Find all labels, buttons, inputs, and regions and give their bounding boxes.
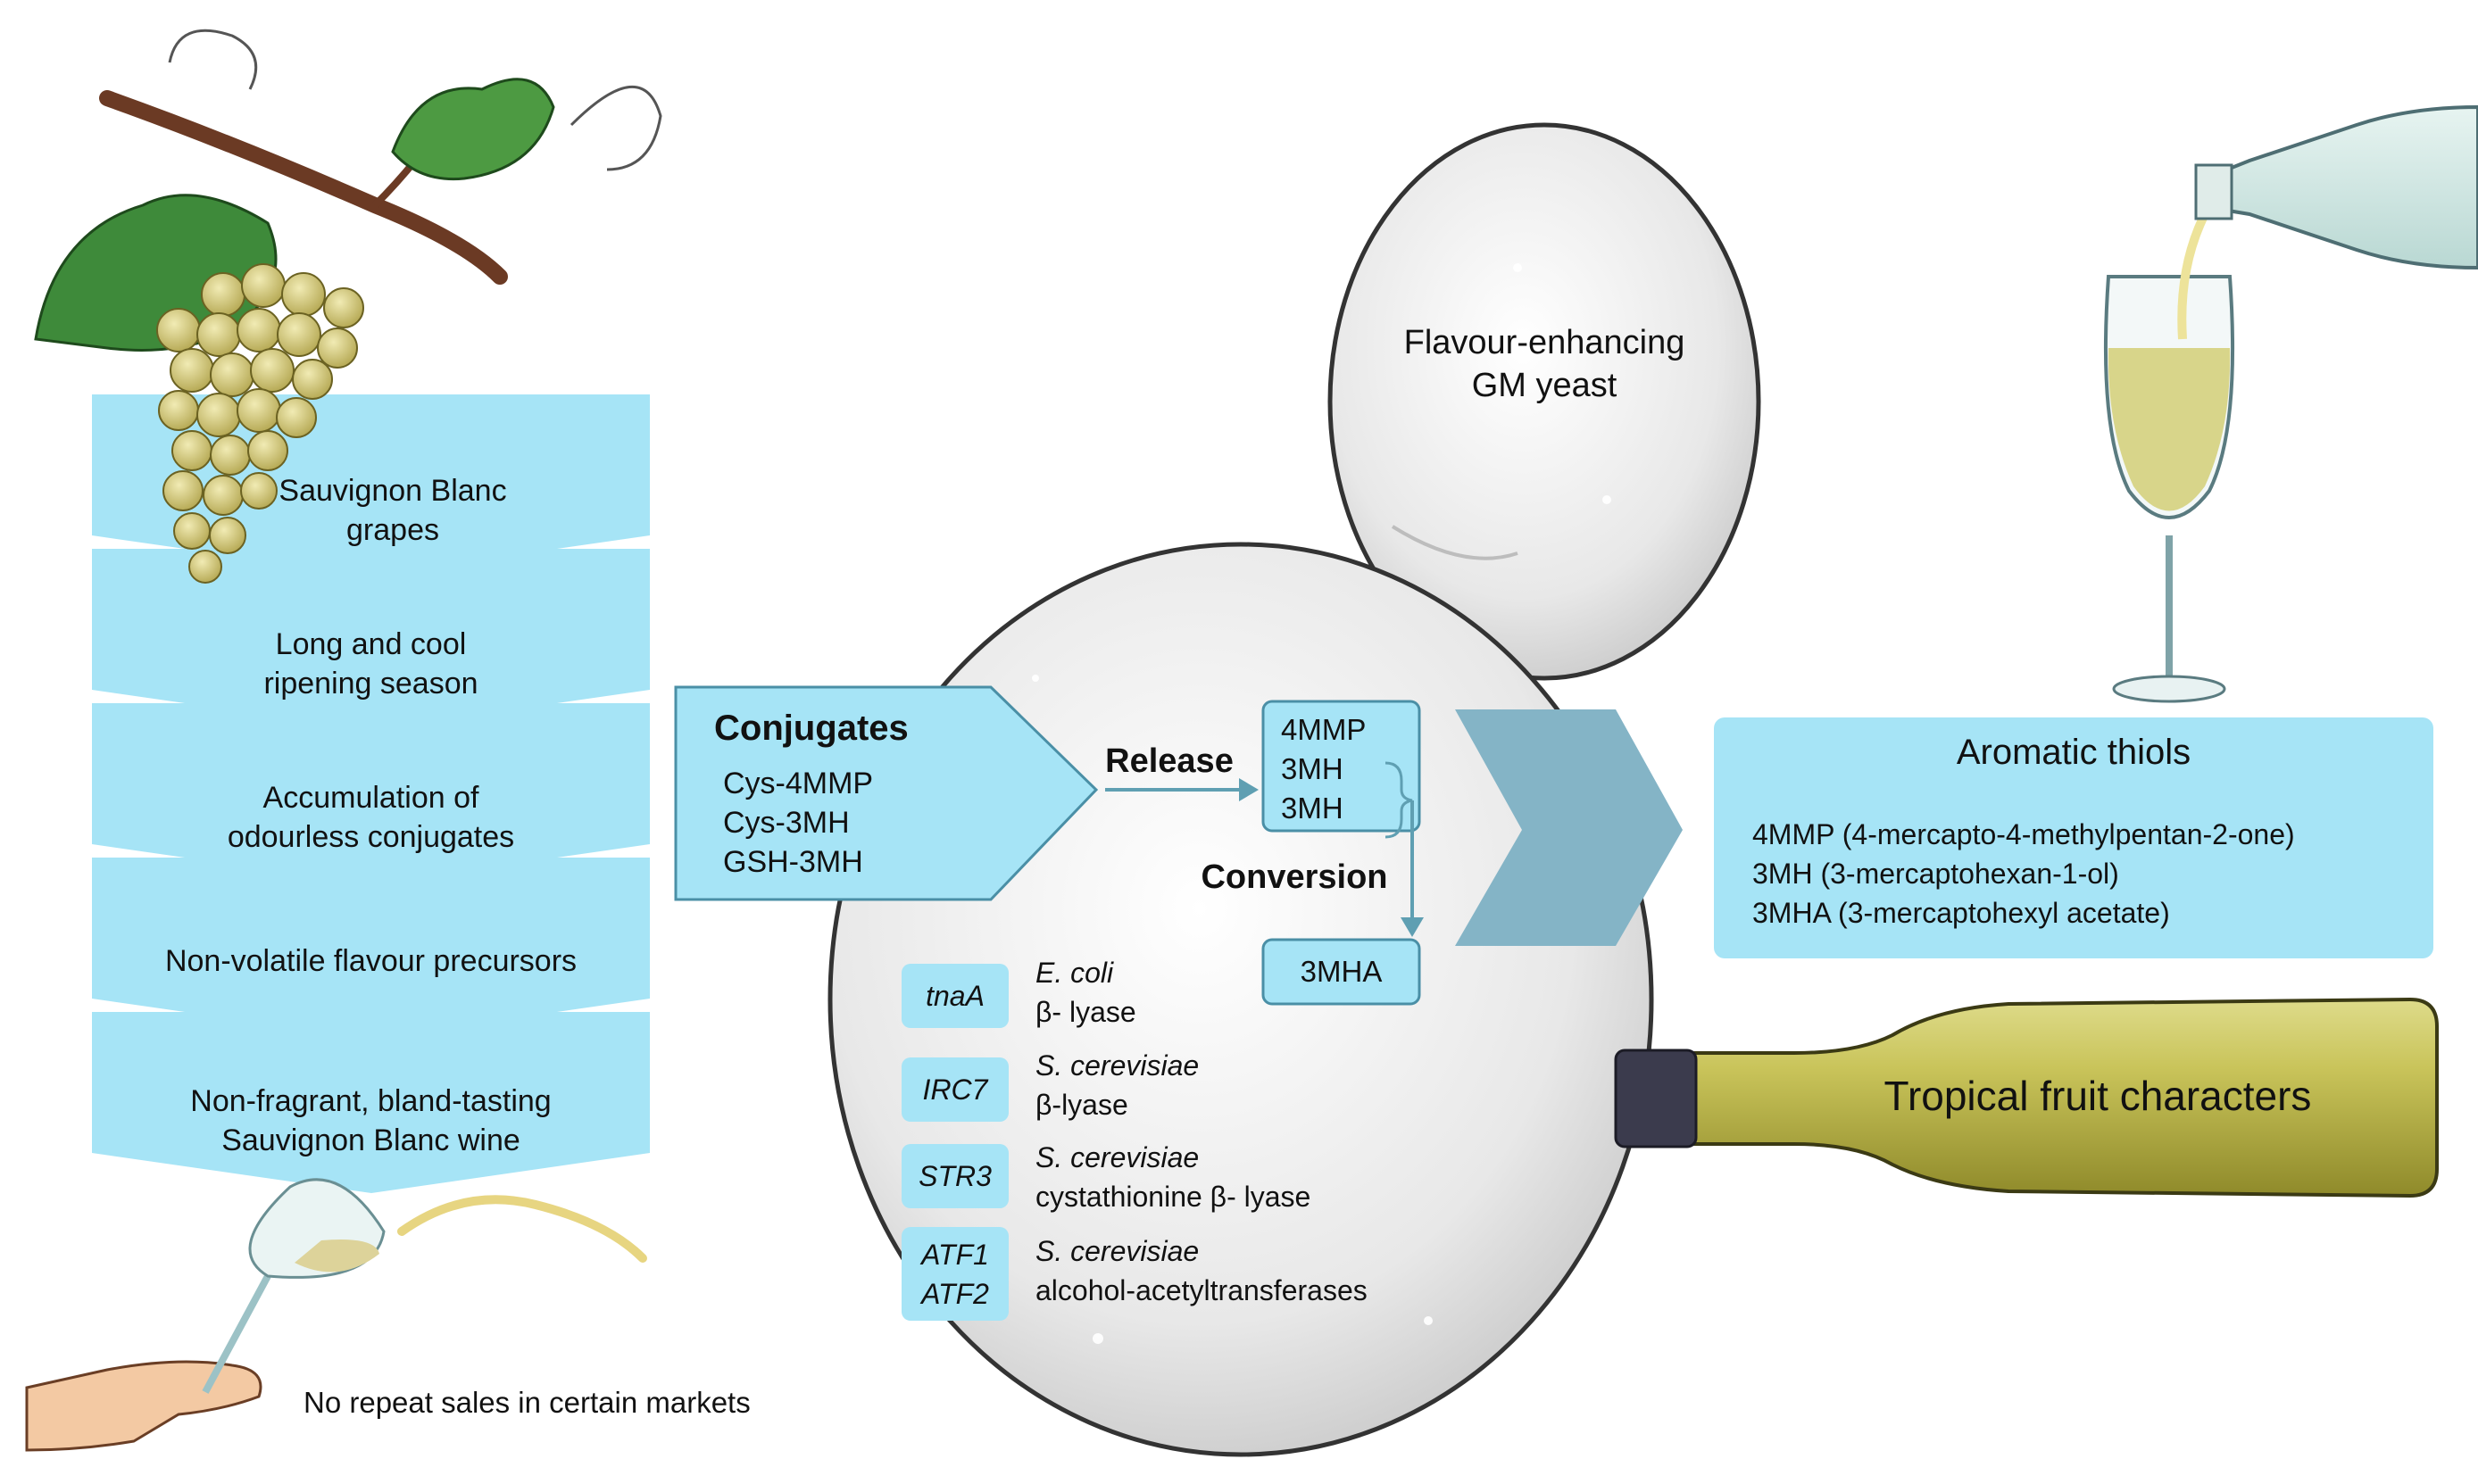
conjugates-list: Cys-4MMP Cys-3MH GSH-3MH	[723, 764, 973, 882]
thiol-item: 3MH	[1281, 752, 1343, 785]
aromatic-thiol-item: 3MH (3-mercaptohexan-1-ol)	[1752, 858, 2119, 890]
gene-name: tnaA	[926, 980, 985, 1012]
outcome-label: No repeat sales in certain markets	[304, 1386, 751, 1419]
wine-glass-illustration	[2103, 211, 2235, 703]
thiol-box-shape	[1261, 700, 1421, 833]
conjugate-item: Cys-3MH	[723, 806, 850, 840]
gene-organism: S. cerevisiae	[1035, 1235, 1200, 1267]
gene-enzyme: β- lyase	[1035, 996, 1136, 1028]
thiol-item: 3MH	[1281, 792, 1343, 825]
step-2-text: Long and cool ripening season	[92, 625, 650, 703]
conversion-label: Conversion	[1201, 858, 1388, 896]
step-3-line-1: Accumulation of	[262, 781, 479, 815]
conjugates-title: Conjugates	[714, 709, 909, 748]
thiol-item: 4MMP	[1281, 713, 1367, 746]
chevron-step-5	[92, 1012, 650, 1193]
step-5-line-1: Non-fragrant, bland-tasting	[190, 1084, 552, 1118]
chevron-step-3	[92, 703, 650, 884]
thiol-box-list: 4MMP 3MH 3MH	[1281, 710, 1415, 828]
gene-organism: E. coli	[1035, 957, 1114, 989]
chevron-step-2	[92, 549, 650, 730]
step-4-text: Non-volatile flavour precursors	[92, 941, 650, 981]
gene-STR3: STR3	[902, 1144, 1009, 1208]
yeast-label-line-1: Flavour-enhancing	[1403, 324, 1685, 361]
gene-organism: S. cerevisiae	[1035, 1141, 1200, 1173]
conjugates-box-shape	[674, 685, 1099, 901]
step-5-line-2: Sauvignon Blanc wine	[221, 1123, 520, 1157]
step-2-line-2: ripening season	[263, 667, 478, 701]
aromatic-thiol-item: 4MMP (4-mercapto-4-methylpentan-2-one)	[1752, 818, 2295, 850]
gene-name: ATF1	[921, 1238, 989, 1271]
step-1-line-2: grapes	[346, 513, 439, 547]
gene-name: ATF2	[921, 1277, 989, 1310]
step-1-line-1: Sauvignon Blanc	[279, 474, 507, 508]
wine-bottle-illustration	[1614, 997, 2439, 1198]
gene-tnaA-description: E. coli β- lyase	[1035, 953, 1136, 1032]
step-2-line-1: Long and cool	[275, 627, 467, 661]
release-label: Release	[1105, 742, 1234, 780]
step-5-text: Non-fragrant, bland-tasting Sauvignon Bl…	[92, 1082, 650, 1160]
gene-tnaA: tnaA	[902, 964, 1009, 1028]
gene-organism: S. cerevisiae	[1035, 1049, 1200, 1082]
big-chevron-arrow	[1455, 709, 1683, 946]
conjugate-item: GSH-3MH	[723, 845, 863, 879]
step-1-text: Sauvignon Blanc grapes	[214, 471, 571, 550]
conversion-arrow	[1401, 800, 1424, 937]
gene-enzyme: alcohol-acetyltransferases	[1035, 1274, 1368, 1306]
gene-IRC7-description: S. cerevisiae β-lyase	[1035, 1046, 1199, 1124]
step-4-line-1: Non-volatile flavour precursors	[164, 944, 578, 978]
gene-enzyme: β-lyase	[1035, 1089, 1128, 1121]
aromatic-thiol-item: 3MHA (3-mercaptohexyl acetate)	[1752, 897, 2170, 929]
gene-name: IRC7	[922, 1074, 988, 1106]
hand-wine-glass-illustration	[25, 1178, 647, 1452]
gene-name: STR3	[919, 1160, 992, 1192]
release-arrow	[1105, 778, 1259, 801]
gene-ATF-description: S. cerevisiae alcohol-acetyltransferases	[1035, 1231, 1368, 1310]
product-box-shape	[1261, 938, 1421, 1006]
step-3-text: Accumulation of odourless conjugates	[92, 778, 650, 857]
gene-ATF: ATF1 ATF2	[902, 1227, 1009, 1321]
pouring-bottle-illustration	[2194, 104, 2478, 270]
gene-IRC7: IRC7	[902, 1057, 1009, 1122]
product-box-label: 3MHA	[1300, 955, 1383, 988]
step-3-line-2: odourless conjugates	[227, 820, 515, 854]
aromatic-thiols-title: Aromatic thiols	[1956, 733, 2191, 772]
bottle-label: Tropical fruit characters	[1883, 1073, 2312, 1119]
yeast-label: Flavour-enhancing GM yeast	[1357, 321, 1732, 407]
yeast-label-line-2: GM yeast	[1471, 367, 1617, 404]
grape-cluster-icon	[156, 263, 364, 584]
aromatic-thiols-list: 4MMP (4-mercapto-4-methylpentan-2-one) 3…	[1752, 815, 2413, 933]
aromatic-thiols-box-shape	[1714, 717, 2433, 958]
gene-STR3-description: S. cerevisiae cystathionine β- lyase	[1035, 1138, 1310, 1216]
grapevine-illustration	[34, 29, 662, 584]
gene-enzyme: cystathionine β- lyase	[1035, 1181, 1311, 1213]
conjugate-item: Cys-4MMP	[723, 767, 874, 800]
chevron-step-4	[92, 858, 650, 1039]
